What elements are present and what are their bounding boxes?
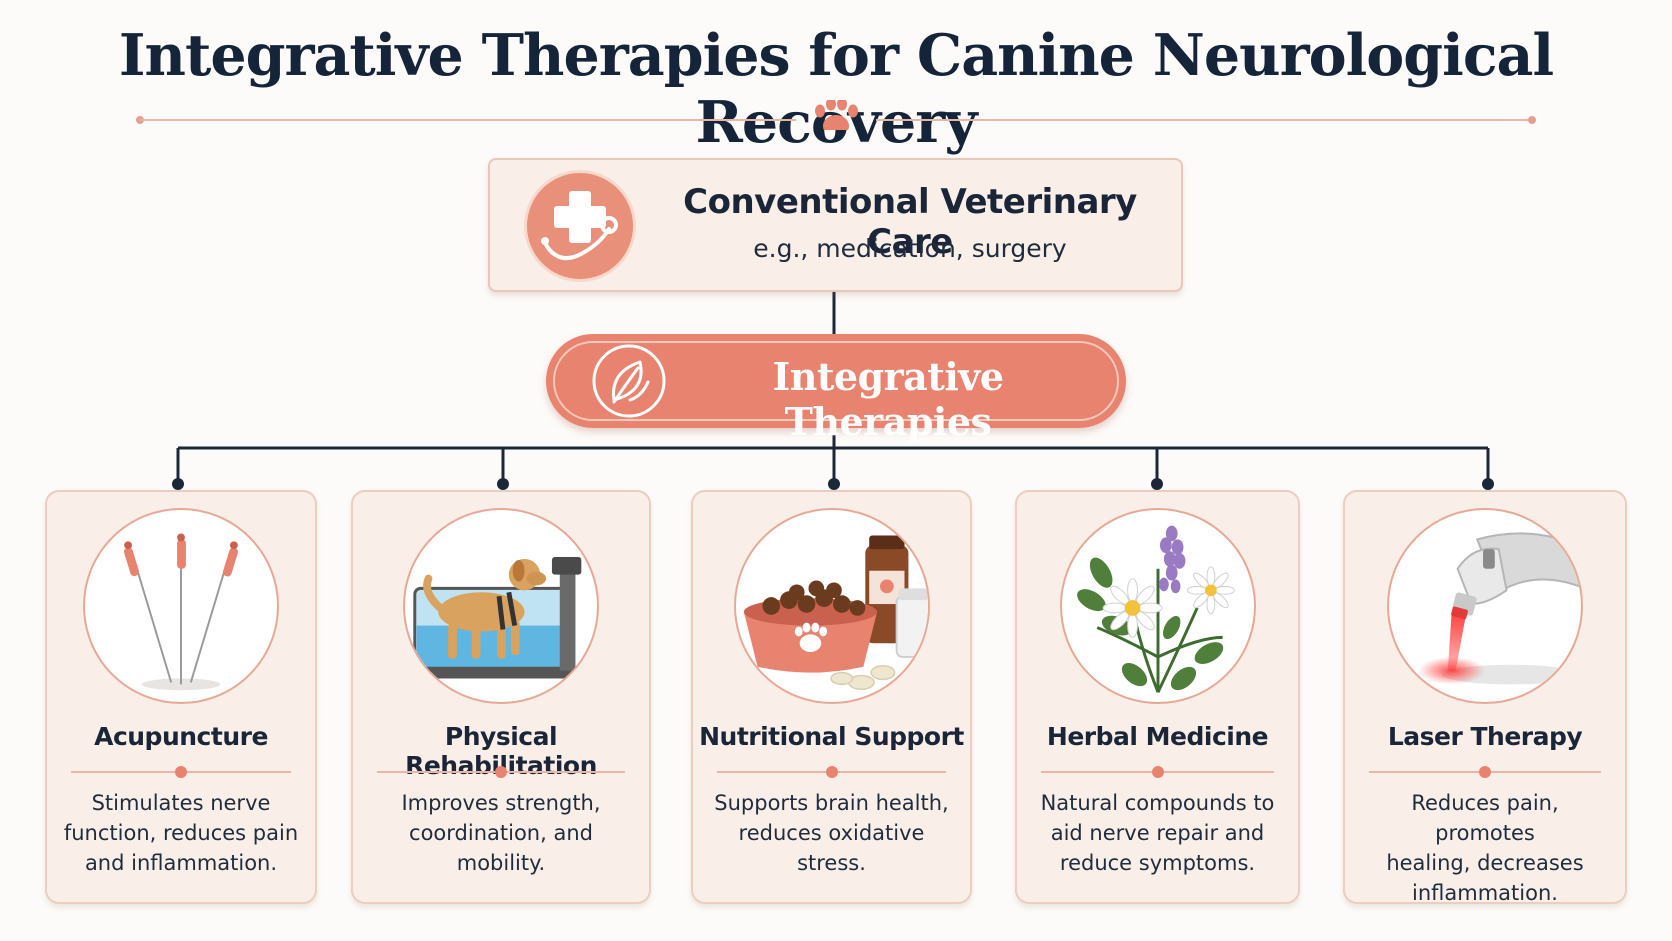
herbs-flowers-icon: [1059, 508, 1256, 704]
medical-cross-stethoscope-icon: [524, 170, 636, 282]
therapy-description: Improves strength, coordination, and mob…: [401, 791, 601, 875]
therapy-title: Herbal Medicine: [1046, 722, 1269, 751]
title-divider: [136, 100, 1536, 130]
food-bowl-supplements-icon: [733, 508, 930, 704]
therapy-description: Reduces pain, promotes healing, decrease…: [1386, 791, 1584, 905]
therapy-title: Nutritional Support: [699, 722, 964, 751]
therapy-title: Laser Therapy: [1387, 722, 1583, 751]
therapy-description: Stimulates nerve function, reduces pain …: [63, 791, 299, 875]
therapy-description: Natural compounds to aid nerve repair an…: [1040, 791, 1275, 875]
therapy-card-herbal-medicine: Herbal Medicine Natural compounds to aid…: [1015, 490, 1300, 904]
conventional-care-title: Conventional Veterinary Care: [683, 182, 1137, 262]
laser-device-icon: [1387, 508, 1583, 704]
acupuncture-needles-icon: [83, 508, 279, 704]
therapy-card-physical-rehabilitation: Physical Rehabilitation Improves strengt…: [351, 490, 651, 904]
integrative-therapies-pill: Integrative Therapies: [546, 334, 1126, 444]
paw-icon: [815, 100, 858, 130]
leaf-icon: [592, 344, 666, 418]
conventional-care-box: Conventional Veterinary Care e.g., medic…: [488, 158, 1183, 292]
therapy-description: Supports brain health, reduces oxidative…: [714, 791, 949, 875]
therapy-card-nutritional-support: Nutritional Support Supports brain healt…: [691, 490, 972, 904]
integrative-therapies-label: Integrative Therapies: [772, 354, 1004, 444]
therapy-title: Physical Rehabilitation: [405, 722, 597, 780]
therapy-card-laser-therapy: Laser Therapy Reduces pain, promotes hea…: [1343, 490, 1627, 905]
therapy-title: Acupuncture: [94, 722, 268, 751]
therapy-card-acupuncture: Acupuncture Stimulates nerve function, r…: [45, 490, 317, 904]
conventional-care-subtitle: e.g., medication, surgery: [753, 234, 1067, 263]
dog-treadmill-icon: [403, 508, 599, 704]
